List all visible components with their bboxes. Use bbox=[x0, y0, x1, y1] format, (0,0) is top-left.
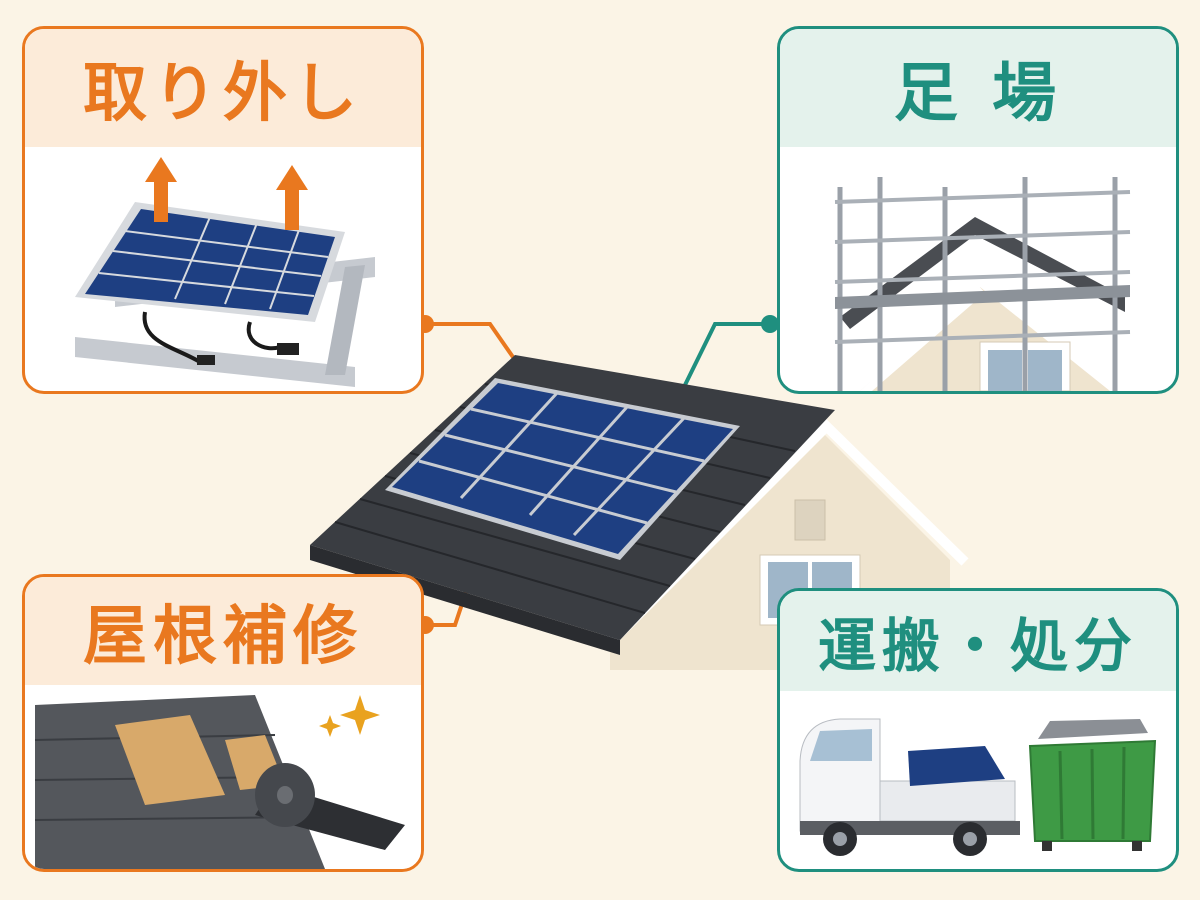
panel-title-roof-repair: 屋根補修 bbox=[25, 577, 421, 685]
panel-title-scaffolding: 足 場 bbox=[780, 29, 1176, 147]
window-pane bbox=[988, 350, 1022, 391]
roof-edge bbox=[310, 545, 620, 655]
scaffolding-illustration bbox=[834, 177, 1131, 391]
removal-illustration bbox=[75, 157, 375, 387]
cable bbox=[142, 311, 202, 364]
panel-roof-repair: 屋根補修 bbox=[22, 574, 424, 872]
connector bbox=[277, 343, 299, 355]
transport-illustration bbox=[799, 718, 1157, 856]
scaffold-poles bbox=[837, 177, 1118, 391]
window-pane bbox=[1028, 350, 1062, 391]
up-arrow-icon bbox=[276, 165, 308, 230]
solar-panel-cargo bbox=[908, 746, 1005, 786]
truck-illustration bbox=[799, 718, 1020, 856]
solar-panel bbox=[392, 383, 733, 554]
roof-repair-illustration bbox=[25, 685, 421, 869]
solar-array bbox=[385, 378, 740, 560]
panel-removal: 取り外し bbox=[22, 26, 424, 394]
sparkle-icon bbox=[319, 695, 380, 737]
truck-bed bbox=[879, 780, 1016, 822]
house-illustration bbox=[310, 355, 969, 670]
panel-scaffolding: 足 場 bbox=[777, 26, 1179, 394]
connector bbox=[197, 355, 215, 365]
panel-title-transport: 運搬・処分 bbox=[780, 591, 1176, 691]
cable bbox=[246, 321, 281, 351]
connector-removal bbox=[425, 322, 517, 362]
mounting-rail bbox=[325, 265, 365, 375]
connector-scaffolding bbox=[683, 322, 770, 386]
dumpster-debris bbox=[1038, 719, 1148, 739]
scaffold-walkboard bbox=[835, 285, 1130, 309]
truck-window bbox=[810, 729, 872, 761]
panel-transport: 運搬・処分 bbox=[777, 588, 1179, 872]
up-arrow-icon bbox=[145, 157, 177, 222]
panel-title-removal: 取り外し bbox=[25, 29, 421, 147]
house-vent bbox=[794, 499, 826, 541]
connector-dot-icon bbox=[761, 315, 779, 333]
dumpster-illustration bbox=[1028, 719, 1157, 851]
house-fascia-right bbox=[816, 416, 969, 566]
exposed-roof-board bbox=[115, 715, 225, 805]
scaffold-rails bbox=[834, 190, 1131, 344]
